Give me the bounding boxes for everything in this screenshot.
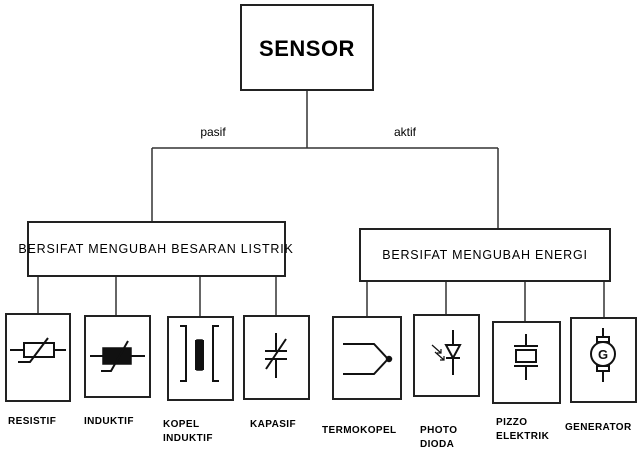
item-node-kopel-induktif — [167, 316, 234, 401]
item-node-kapasif — [243, 315, 310, 400]
root-label: SENSOR — [259, 36, 355, 61]
item-node-resistif — [5, 313, 71, 402]
capacitor-icon — [265, 333, 287, 378]
thermocouple-icon — [343, 343, 393, 375]
item-label-photo-dioda-line2: DIODA — [420, 439, 454, 450]
item-label-induktif: INDUKTIF — [84, 416, 134, 427]
item-node-termokopel — [332, 316, 402, 400]
connector-lines — [37, 90, 605, 322]
photodiode-icon — [431, 330, 462, 375]
category-label-pasif: BERSIFAT MENGUBAH BESARAN LISTRIK — [18, 242, 293, 256]
item-node-generator: G — [570, 317, 637, 403]
category-label-aktif: BERSIFAT MENGUBAH ENERGI — [382, 248, 588, 262]
edge-label-aktif: aktif — [394, 125, 417, 139]
item-label-pizzo-elektrik-line2: ELEKTRIK — [496, 431, 550, 442]
generator-icon: G — [590, 328, 616, 382]
resistor-icon — [10, 337, 66, 363]
edge-label-pasif: pasif — [200, 125, 226, 139]
item-label-resistif: RESISTIF — [8, 416, 56, 427]
item-labels: RESISTIF INDUKTIF KOPEL INDUKTIF KAPASIF… — [8, 416, 632, 450]
category-node-aktif: BERSIFAT MENGUBAH ENERGI — [359, 228, 611, 282]
piezo-crystal-icon — [514, 334, 538, 380]
svg-text:G: G — [598, 347, 608, 362]
item-node-induktif — [84, 315, 151, 398]
item-label-pizzo-elektrik-line1: PIZZO — [496, 417, 527, 428]
item-label-termokopel: TERMOKOPEL — [322, 425, 397, 436]
item-label-photo-dioda-line1: PHOTO — [420, 425, 457, 436]
item-node-photo-dioda — [413, 314, 480, 397]
transformer-icon — [180, 325, 219, 382]
root-node-sensor: SENSOR — [240, 4, 374, 91]
item-label-kopel-induktif-line1: KOPEL — [163, 419, 199, 430]
inductor-icon — [90, 340, 145, 372]
item-label-kopel-induktif-line2: INDUKTIF — [163, 433, 213, 444]
category-node-pasif: BERSIFAT MENGUBAH BESARAN LISTRIK — [18, 221, 293, 277]
item-label-kapasif: KAPASIF — [250, 419, 296, 430]
item-node-pizzo-elektrik — [492, 321, 561, 404]
item-label-generator: GENERATOR — [565, 422, 632, 433]
